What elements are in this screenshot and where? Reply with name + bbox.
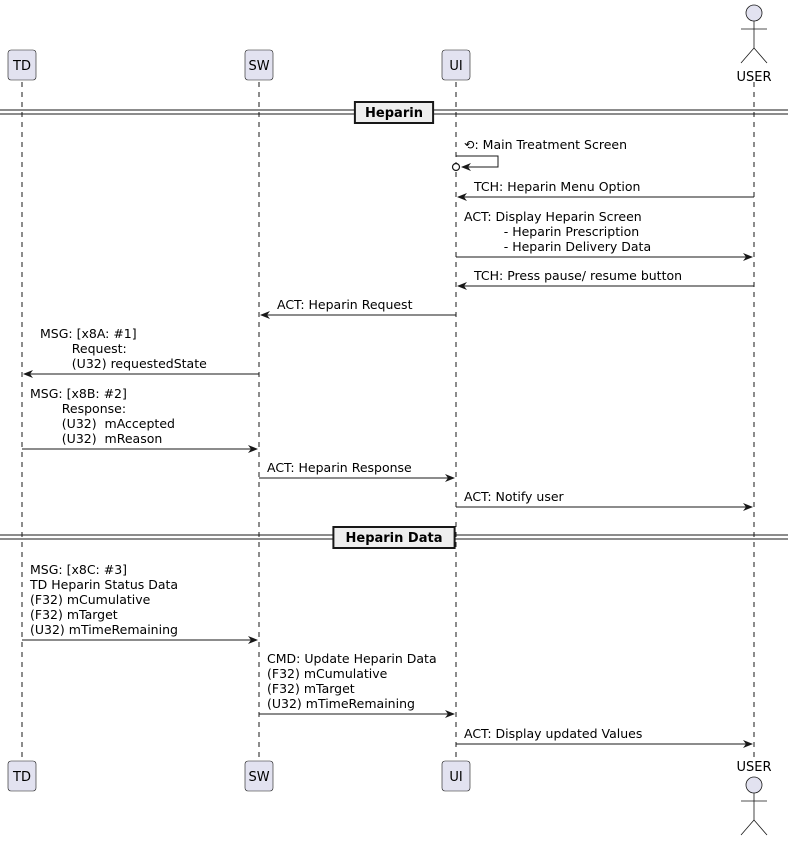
actor-label: USER [736, 760, 771, 775]
message-label-line: ACT: Notify user [464, 489, 565, 504]
message-label-line: ACT: Display updated Values [464, 726, 642, 741]
message-label-line: - Heparin Prescription [464, 224, 639, 239]
message-label-line: TCH: Press pause/ resume button [473, 268, 682, 283]
actor-label: USER [736, 70, 771, 85]
participant-sw-bottom[interactable]: SW [244, 760, 274, 792]
message-label-line: MSG: [x8B: #2] [30, 386, 127, 401]
message-label-line: (F32) mTarget [267, 681, 355, 696]
divider-heparin: Heparin [0, 101, 788, 124]
message-10: MSG: [x8C: #3]TD Heparin Status Data(F32… [22, 562, 258, 644]
lost-circle-icon [451, 162, 461, 172]
participant-sw-top[interactable]: SW [244, 49, 274, 81]
message-label-line: MSG: [x8C: #3] [30, 562, 127, 577]
participant-label: SW [248, 770, 269, 785]
stick-figure-icon [740, 4, 768, 64]
participant-label: SW [248, 59, 269, 74]
message-label-line: - Heparin Delivery Data [464, 239, 651, 254]
message-label-line: (F32) mCumulative [30, 592, 151, 607]
participant-label: TD [12, 770, 31, 785]
message-label-line: ACT: Display Heparin Screen [464, 209, 642, 224]
message-label-line: (U32) requestedState [40, 356, 207, 371]
participant-td-bottom[interactable]: TD [7, 760, 37, 792]
message-7: MSG: [x8B: #2] Response: (U32) mAccepted… [22, 386, 258, 453]
participant-label: UI [449, 770, 462, 785]
message-label-line: (U32) mReason [30, 431, 162, 446]
message-1: ⟲: Main Treatment Screen [451, 137, 627, 172]
message-label-line: TD Heparin Status Data [29, 577, 178, 592]
message-label-line: TCH: Heparin Menu Option [473, 179, 640, 194]
message-8: ACT: Heparin Response [259, 460, 455, 482]
participant-ui-top[interactable]: UI [441, 49, 471, 81]
stick-figure-icon [740, 776, 768, 836]
participant-label: TD [12, 59, 31, 74]
message-label-line: (U32) mTimeRemaining [267, 696, 415, 711]
actor-user-top[interactable]: USER [736, 4, 772, 85]
message-6: MSG: [x8A: #1] Request: (U32) requestedS… [23, 326, 259, 378]
divider-label: Heparin [365, 106, 423, 121]
message-3: ACT: Display Heparin Screen - Heparin Pr… [456, 209, 753, 261]
participant-ui-bottom[interactable]: UI [441, 760, 471, 792]
message-9: ACT: Notify user [456, 489, 753, 511]
divider-label: Heparin Data [346, 531, 443, 546]
message-4: TCH: Press pause/ resume button [457, 268, 754, 290]
message-12: ACT: Display updated Values [456, 726, 753, 748]
message-label-line: (U32) mAccepted [30, 416, 175, 431]
message-label-line: ACT: Heparin Request [277, 297, 413, 312]
message-11: CMD: Update Heparin Data(F32) mCumulativ… [259, 651, 455, 718]
message-label-line: ACT: Heparin Response [267, 460, 412, 475]
message-label: ⟲: Main Treatment Screen [464, 137, 627, 152]
message-label-line: MSG: [x8A: #1] [40, 326, 137, 341]
message-label-line: (F32) mTarget [30, 607, 118, 622]
message-label-line: CMD: Update Heparin Data [267, 651, 437, 666]
message-2: TCH: Heparin Menu Option [457, 179, 754, 201]
message-label-line: (F32) mCumulative [267, 666, 388, 681]
actor-user-bottom[interactable]: USER [736, 760, 772, 836]
message-label-line: Request: [40, 341, 127, 356]
participant-td-top[interactable]: TD [7, 49, 37, 81]
message-label-line: (U32) mTimeRemaining [30, 622, 178, 637]
participant-label: UI [449, 59, 462, 74]
divider-heparin-data: Heparin Data [0, 526, 788, 549]
message-label-line: Response: [30, 401, 126, 416]
message-5: ACT: Heparin Request [260, 297, 456, 319]
self-arrow [456, 155, 499, 171]
